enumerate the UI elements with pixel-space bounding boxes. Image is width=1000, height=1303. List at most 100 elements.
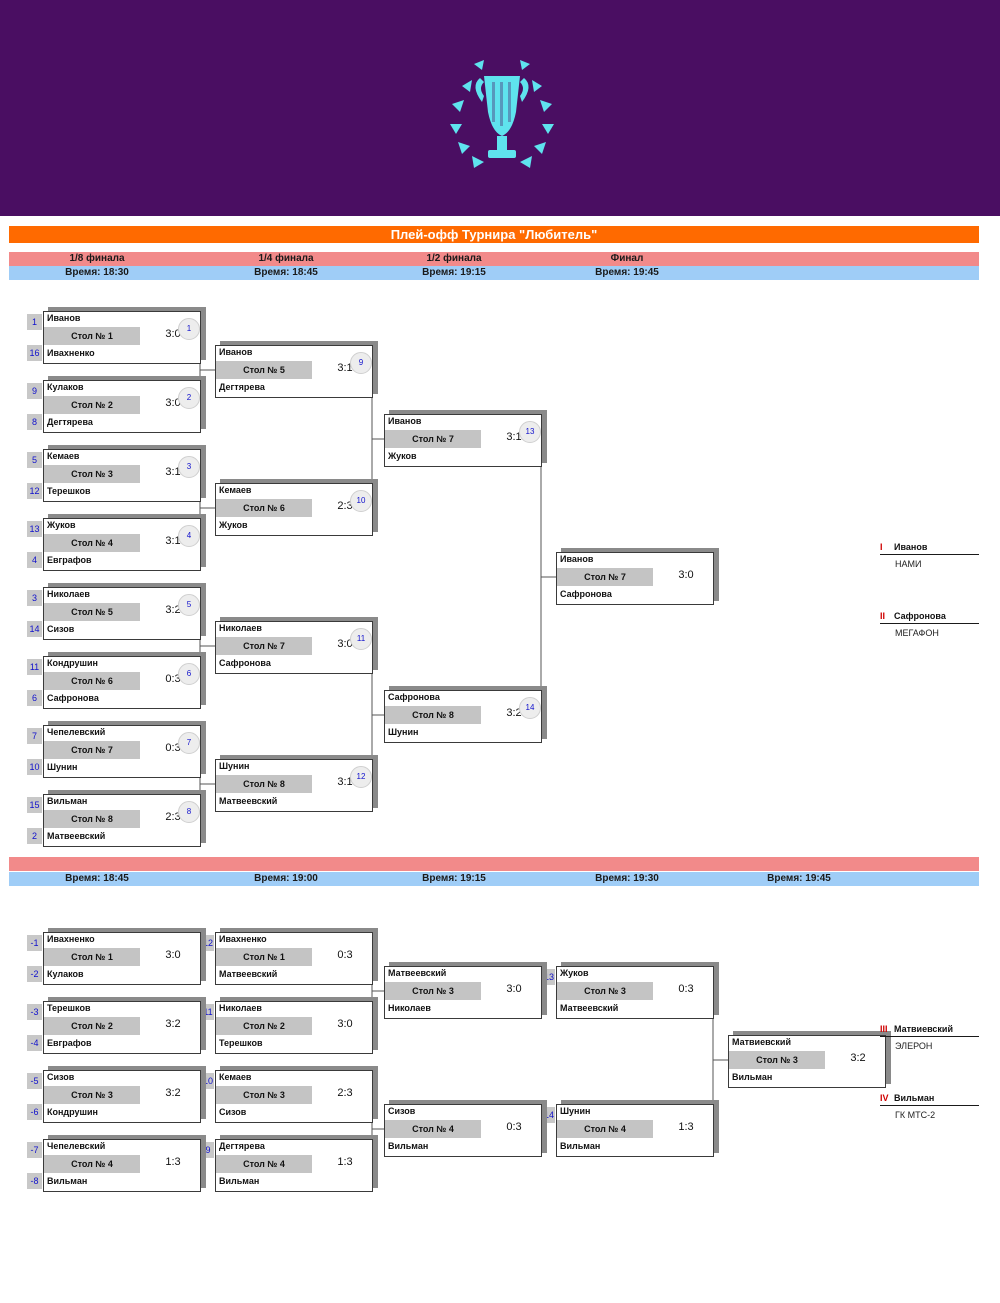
round-header-band: 1/8 финала 1/4 финала 1/2 финала Финал	[9, 252, 979, 266]
match-card[interactable]: Шунин Стол № 8 3:1 12 Матвеевский	[215, 755, 378, 812]
player-top: Жуков	[560, 968, 589, 978]
match-card[interactable]: Чепелевский Стол № 4 1:3 Вильман	[43, 1135, 206, 1192]
player-bottom: Сафронова	[47, 693, 99, 703]
match-card[interactable]: Сизов Стол № 4 0:3 Вильман	[384, 1100, 547, 1157]
place-team: ЭЛЕРОН	[895, 1041, 933, 1051]
table-label: Стол № 5	[216, 361, 312, 379]
table-label: Стол № 1	[44, 948, 140, 966]
match-card[interactable]: Кемаев Стол № 3 2:3 Сизов	[215, 1066, 378, 1123]
match-card[interactable]: Иванов Стол № 1 3:0 1 Ивахненко	[43, 307, 206, 364]
player-bottom: Шунин	[47, 762, 78, 772]
player-top: Терешков	[47, 1003, 91, 1013]
player-top: Кемаев	[219, 1072, 252, 1082]
round-label-qf: 1/4 финала	[258, 253, 314, 264]
round-time-r16: Время: 18:30	[65, 267, 129, 278]
table-label: Стол № 8	[44, 810, 140, 828]
round-time-final: Время: 19:45	[595, 267, 659, 278]
match-score: 3:2	[165, 604, 181, 616]
place-rank: II	[880, 611, 886, 621]
seed-box: 6	[27, 690, 42, 706]
table-label: Стол № 6	[44, 672, 140, 690]
player-bottom: Сизов	[219, 1107, 247, 1117]
match-card[interactable]: Сафронова Стол № 8 3:2 14 Шунин	[384, 686, 547, 743]
table-label: Стол № 7	[385, 430, 481, 448]
match-card[interactable]: Сизов Стол № 3 3:2 Кондрушин	[43, 1066, 206, 1123]
seed-box: -6	[27, 1104, 42, 1120]
seed-box: -3	[27, 1004, 42, 1020]
match-score: 3:2	[506, 707, 522, 719]
match-card[interactable]: Кулаков Стол № 2 3:0 2 Дегтярева	[43, 376, 206, 433]
match-card[interactable]: Николаев Стол № 5 3:2 5 Сизов	[43, 583, 206, 640]
table-label: Стол № 3	[385, 982, 481, 1000]
seed-box: 16	[27, 345, 42, 361]
match-card[interactable]: Чепелевский Стол № 7 0:3 7 Шунин	[43, 721, 206, 778]
player-bottom: Ивахненко	[47, 348, 95, 358]
table-label: Стол № 4	[216, 1155, 312, 1173]
match-card[interactable]: Кондрушин Стол № 6 0:3 6 Сафронова	[43, 652, 206, 709]
round-time-qf: Время: 18:45	[254, 267, 318, 278]
trophy-laurel-icon	[450, 60, 554, 168]
table-label: Стол № 6	[216, 499, 312, 517]
match-card[interactable]: Вильман Стол № 8 2:3 8 Матвеевский	[43, 790, 206, 847]
player-top: Кондрушин	[47, 658, 98, 668]
place-team: НАМИ	[895, 559, 922, 569]
player-bottom: Жуков	[219, 520, 248, 530]
match-card[interactable]: Кемаев Стол № 6 2:3 10 Жуков	[215, 479, 378, 536]
match-score: 1:3	[678, 1121, 694, 1133]
final-match-card[interactable]: Иванов Стол № 7 3:0 Сафронова	[556, 548, 719, 605]
match-card[interactable]: Шунин Стол № 4 1:3 Вильман	[556, 1100, 719, 1157]
match-number: 10	[350, 490, 372, 512]
table-label: Стол № 4	[557, 1120, 653, 1138]
player-bottom: Евграфов	[47, 555, 92, 565]
match-score: 2:3	[337, 1087, 353, 1099]
player-bottom: Жуков	[388, 451, 417, 461]
match-score: 0:3	[506, 1121, 522, 1133]
match-card[interactable]: Терешков Стол № 2 3:2 Евграфов	[43, 997, 206, 1054]
seed-box: -1	[27, 935, 42, 951]
table-label: Стол № 2	[216, 1017, 312, 1035]
match-number: 13	[519, 421, 541, 443]
match-card[interactable]: Ивахненко Стол № 1 3:0 Кулаков	[43, 928, 206, 985]
player-bottom: Сафронова	[219, 658, 271, 668]
place-name: Сафронова	[894, 611, 946, 621]
table-label: Стол № 7	[557, 568, 653, 586]
place-team: ГК МТС-2	[895, 1110, 936, 1120]
third-place-match-card[interactable]: Матвиевский Стол № 3 3:2 Вильман	[728, 1031, 891, 1088]
match-number: 12	[350, 766, 372, 788]
match-card[interactable]: Жуков Стол № 4 3:1 4 Евграфов	[43, 514, 206, 571]
match-score: 3:1	[337, 362, 353, 374]
player-top: Матвеевский	[388, 968, 447, 978]
seed-box: 10	[27, 759, 42, 775]
match-card[interactable]: Матвеевский Стол № 3 3:0 Николаев	[384, 962, 547, 1019]
match-score: 3:1	[337, 776, 353, 788]
match-card[interactable]: Николаев Стол № 2 3:0 Терешков	[215, 997, 378, 1054]
match-score: 3:2	[165, 1018, 181, 1030]
match-card[interactable]: Иванов Стол № 7 3:1 13 Жуков	[384, 410, 547, 467]
match-card[interactable]: Николаев Стол № 7 3:0 11 Сафронова	[215, 617, 378, 674]
match-card[interactable]: Ивахненко Стол № 1 0:3 Матвеевский	[215, 928, 378, 985]
table-label: Стол № 3	[557, 982, 653, 1000]
player-top: Сафронова	[388, 692, 440, 702]
player-top: Николаев	[219, 1003, 262, 1013]
player-top: Ивахненко	[219, 934, 267, 944]
player-top: Чепелевский	[47, 1141, 106, 1151]
player-top: Кемаев	[47, 451, 80, 461]
player-bottom: Вильман	[47, 1176, 88, 1186]
round-label-sf: 1/2 финала	[426, 253, 482, 264]
match-card[interactable]: Дегтярева Стол № 4 1:3 Вильман	[215, 1135, 378, 1192]
table-label: Стол № 4	[44, 1155, 140, 1173]
round-time-sf: Время: 19:15	[422, 267, 486, 278]
match-number: 2	[178, 387, 200, 409]
match-card[interactable]: Иванов Стол № 5 3:1 9 Дегтярева	[215, 341, 378, 398]
player-top: Сизов	[47, 1072, 75, 1082]
match-number: 8	[178, 801, 200, 823]
match-card[interactable]: Кемаев Стол № 3 3:1 3 Терешков	[43, 445, 206, 502]
match-score: 0:3	[165, 673, 181, 685]
player-top: Иванов	[219, 347, 253, 357]
player-top: Иванов	[388, 416, 422, 426]
lower-time-5: Время: 19:45	[767, 873, 831, 884]
match-card[interactable]: Жуков Стол № 3 0:3 Матвеевский	[556, 962, 719, 1019]
